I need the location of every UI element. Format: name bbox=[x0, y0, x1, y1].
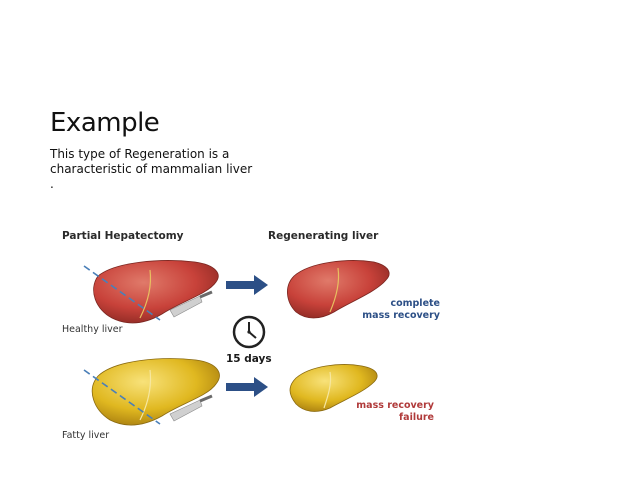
complete-line: complete bbox=[390, 298, 440, 309]
liver-regeneration-figure: Partial Hepatectomy Regenerating liver H… bbox=[40, 222, 460, 452]
recovery-failure-label: mass recovery failure bbox=[350, 400, 434, 424]
body-line: characteristic of mammalian liver bbox=[50, 162, 253, 176]
clock-icon bbox=[232, 315, 266, 349]
arrow-right-icon bbox=[226, 275, 268, 295]
healthy-liver-icon bbox=[83, 260, 219, 324]
failure-line: mass recovery bbox=[356, 400, 434, 411]
fatty-caption: Fatty liver bbox=[62, 430, 110, 441]
slide-title: Example bbox=[50, 108, 160, 138]
figure-art bbox=[83, 260, 390, 426]
complete-recovery-label: complete mass recovery bbox=[358, 298, 440, 322]
slide-body: This type of Regeneration is a character… bbox=[50, 147, 310, 192]
healthy-caption: Healthy liver bbox=[62, 324, 123, 335]
right-header: Regenerating liver bbox=[268, 230, 379, 242]
fatty-regenerated-liver-icon bbox=[289, 364, 378, 412]
left-header: Partial Hepatectomy bbox=[62, 230, 184, 242]
time-label: 15 days bbox=[226, 353, 272, 365]
fatty-liver-icon bbox=[83, 358, 220, 426]
arrow-right-icon bbox=[226, 377, 268, 397]
failure-line: failure bbox=[399, 412, 434, 423]
regenerated-liver-icon bbox=[287, 260, 390, 319]
body-line: . bbox=[50, 177, 54, 191]
body-line: This type of Regeneration is a bbox=[50, 147, 230, 161]
complete-line: mass recovery bbox=[362, 310, 440, 321]
